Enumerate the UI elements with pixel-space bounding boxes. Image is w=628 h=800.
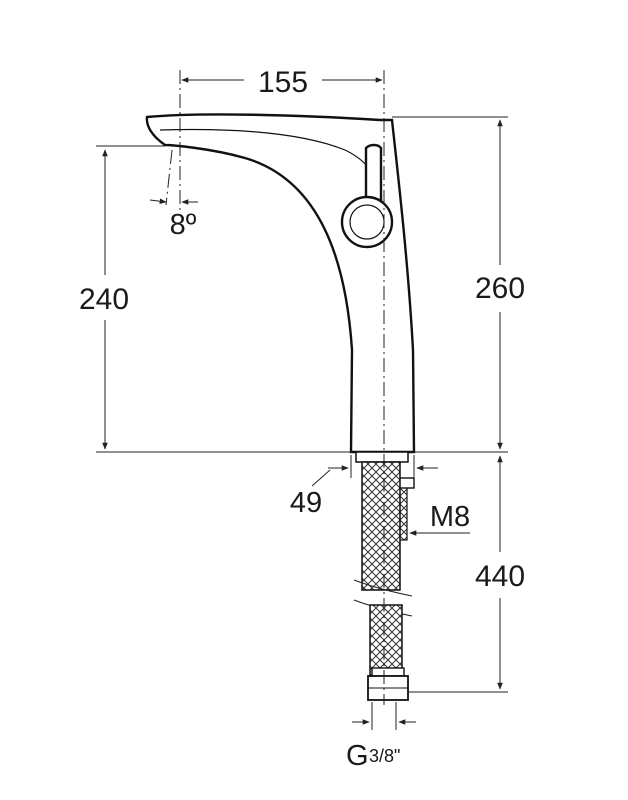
dimension-spout-height: 240	[79, 145, 351, 453]
dim-label-three-eighths: 3/8"	[369, 746, 400, 766]
dimension-spout-angle: 8º	[149, 149, 198, 241]
dim-label-g: G	[346, 740, 369, 772]
dim-label-240: 240	[79, 283, 129, 316]
dimension-connection-size: G 3/8"	[346, 702, 416, 772]
dim-label-m8: M8	[430, 501, 470, 533]
supply-hoses	[353, 451, 415, 701]
dimension-total-height: 260	[392, 116, 525, 453]
dim-label-8-degrees: 8º	[170, 209, 197, 241]
dim-label-260: 260	[475, 272, 525, 305]
dimension-hose-length: 440	[408, 455, 525, 693]
dimension-top-width: 155	[181, 66, 383, 99]
faucet-body	[145, 113, 416, 454]
dim-label-49: 49	[290, 487, 322, 519]
dimension-base-diameter: 49	[290, 455, 438, 519]
dimension-stud-thread: M8	[409, 501, 470, 536]
dim-label-440: 440	[475, 560, 525, 593]
dim-label-155: 155	[258, 66, 308, 99]
